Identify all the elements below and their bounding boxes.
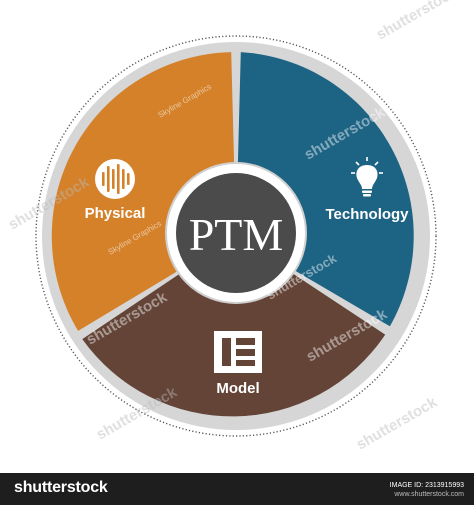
watermark: shutterstock xyxy=(354,393,441,453)
outer-dotted-ring xyxy=(35,35,437,437)
light-bulb-icon xyxy=(351,157,383,197)
footer-brand: shutterstock xyxy=(14,479,108,496)
footer-bar: shutterstock IMAGE ID: 2313915993 www.sh… xyxy=(0,473,474,505)
center-label: PTM xyxy=(189,209,284,260)
segment-label-model: Model xyxy=(216,380,259,397)
footer-image-info: IMAGE ID: 2313915993 www.shutterstock.co… xyxy=(390,481,464,499)
footer-image-id: IMAGE ID: 2313915993 xyxy=(389,482,464,489)
segment-label-technology: Technology xyxy=(325,206,409,223)
segment-label-physical: Physical xyxy=(85,205,146,222)
footer-site: www.shutterstock.com xyxy=(394,491,464,498)
sound-wave-icon xyxy=(95,159,135,199)
watermark: shutterstock xyxy=(374,0,461,43)
center-circle xyxy=(176,173,296,293)
segment-model xyxy=(82,236,386,417)
layout-icon xyxy=(214,331,262,373)
